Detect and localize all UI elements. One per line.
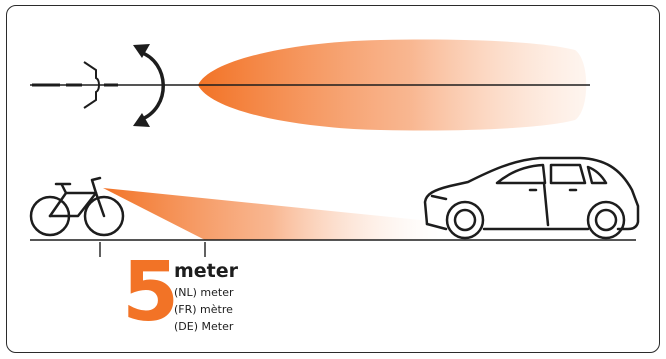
unit-translation-nl: (NL) meter: [174, 286, 234, 299]
rotate-arrow-icon: [133, 44, 165, 127]
unit-translation-fr: (FR) mètre: [174, 303, 233, 316]
unit-translation-de: (DE) Meter: [174, 320, 234, 333]
distance-label: 5 meter (NL) meter (FR) mètre (DE) Meter: [122, 252, 302, 348]
bottom-light-beam: [103, 188, 440, 240]
car-icon: [423, 156, 640, 240]
bicycle-icon: [29, 176, 125, 237]
headlight-mount-icon: [32, 61, 118, 109]
distance-value: 5: [122, 245, 179, 340]
distance-unit: meter: [174, 260, 239, 282]
